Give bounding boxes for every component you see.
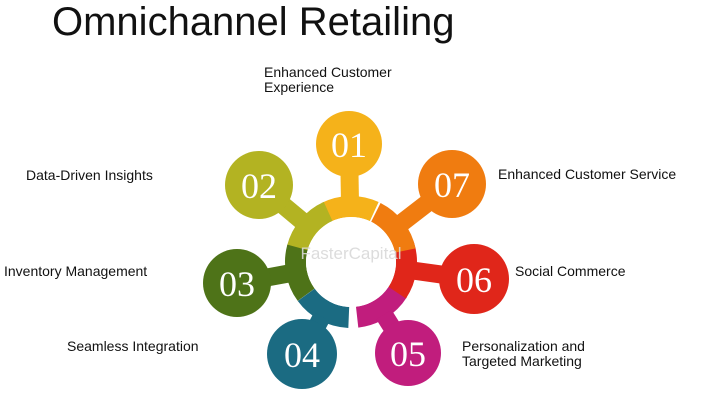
number-circle-03 — [203, 249, 271, 317]
label-line: Data-Driven Insights — [26, 167, 153, 183]
ring-segment-06 — [388, 241, 417, 299]
step-number-04: 04 — [284, 335, 320, 375]
label-line: Personalization and — [462, 338, 585, 354]
label-line: Enhanced Customer — [264, 64, 392, 80]
number-circle-01 — [316, 111, 382, 177]
watermark-text: FasterCapital — [300, 244, 401, 263]
label-line: Experience — [264, 79, 335, 95]
label-line: Inventory Management — [4, 263, 148, 279]
ring-segment-04 — [297, 288, 350, 328]
stem-06 — [411, 261, 447, 284]
number-circle-02 — [225, 151, 293, 219]
center-hub — [306, 217, 396, 307]
label-03: Inventory Management — [4, 264, 147, 279]
number-circle-04 — [267, 319, 337, 389]
stem-01 — [340, 170, 359, 201]
label-04: Seamless Integration — [67, 339, 199, 354]
ring-segment-03 — [285, 244, 315, 301]
label-06: Social Commerce — [515, 264, 625, 279]
number-circles: 01 02 03 04 05 06 07 — [203, 111, 509, 389]
label-line: Enhanced Customer Service — [498, 166, 677, 182]
step-number-05: 05 — [390, 334, 426, 374]
number-circle-05 — [375, 320, 441, 386]
step-number-03: 03 — [219, 264, 255, 304]
ring-segment-02 — [287, 201, 333, 251]
ring-segment-07 — [371, 202, 416, 253]
ring-segments — [285, 196, 417, 328]
step-number-06: 06 — [456, 260, 492, 300]
label-line: Social Commerce — [515, 263, 626, 279]
step-number-02: 02 — [241, 166, 277, 206]
label-07: Enhanced Customer Service — [498, 167, 676, 182]
step-number-07: 07 — [434, 165, 470, 205]
diagram-title: Omnichannel Retailing — [52, 0, 455, 44]
label-line: Targeted Marketing — [462, 353, 582, 369]
ring-segment-05 — [355, 285, 407, 328]
number-circle-07 — [418, 150, 486, 218]
label-line: Seamless Integration — [67, 338, 199, 354]
label-02: Data-Driven Insights — [26, 168, 153, 183]
ring-segment-01 — [321, 196, 379, 222]
step-number-01: 01 — [331, 125, 367, 165]
number-circle-06 — [439, 244, 509, 314]
